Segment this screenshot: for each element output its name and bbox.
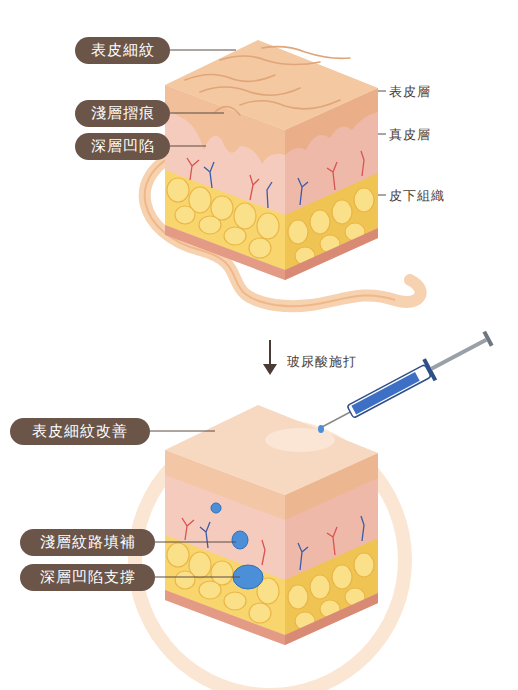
skin-block-before xyxy=(165,40,378,280)
layer-label: 皮下組織 xyxy=(389,187,445,205)
callout-text: 表皮細紋 xyxy=(91,41,155,60)
base-right xyxy=(285,593,378,645)
leader-lines xyxy=(150,50,386,577)
callout-pill: 表皮細紋 xyxy=(75,37,170,64)
callout-pill: 淺層紋路填補 xyxy=(20,529,155,556)
callout-pill: 深層凹陷支撐 xyxy=(20,564,155,591)
layer-label: 真皮層 xyxy=(389,126,431,144)
callout-text: 深層凹陷支撐 xyxy=(40,568,136,587)
callout-text: 淺層摺痕 xyxy=(91,104,155,123)
filler-drop xyxy=(318,425,324,433)
callout-text: 深層凹陷 xyxy=(91,137,155,156)
surface-highlight xyxy=(265,428,335,452)
callout-pill: 表皮細紋改善 xyxy=(10,418,150,445)
callout-text: 表皮細紋改善 xyxy=(32,422,128,441)
step-label: 玻尿酸施打 xyxy=(287,353,357,371)
callout-text: 淺層紋路填補 xyxy=(40,533,136,552)
callout-pill: 淺層摺痕 xyxy=(75,100,170,127)
skin-top-surface xyxy=(165,40,378,130)
surface-wrinkles xyxy=(185,47,350,115)
base-left xyxy=(165,590,285,645)
base-left xyxy=(165,225,285,280)
layer-label: 表皮層 xyxy=(389,83,431,101)
process-arrow-shaft xyxy=(269,340,271,366)
syringe xyxy=(316,327,495,437)
blood-vessels xyxy=(187,151,364,208)
skin-block-after xyxy=(165,405,378,645)
process-arrow-head xyxy=(263,364,277,375)
skin-top-surface xyxy=(165,405,378,495)
base-right xyxy=(285,228,378,280)
callout-pill: 深層凹陷 xyxy=(75,133,170,160)
blood-vessels xyxy=(182,516,364,570)
hyaluronic-filler xyxy=(211,503,263,589)
